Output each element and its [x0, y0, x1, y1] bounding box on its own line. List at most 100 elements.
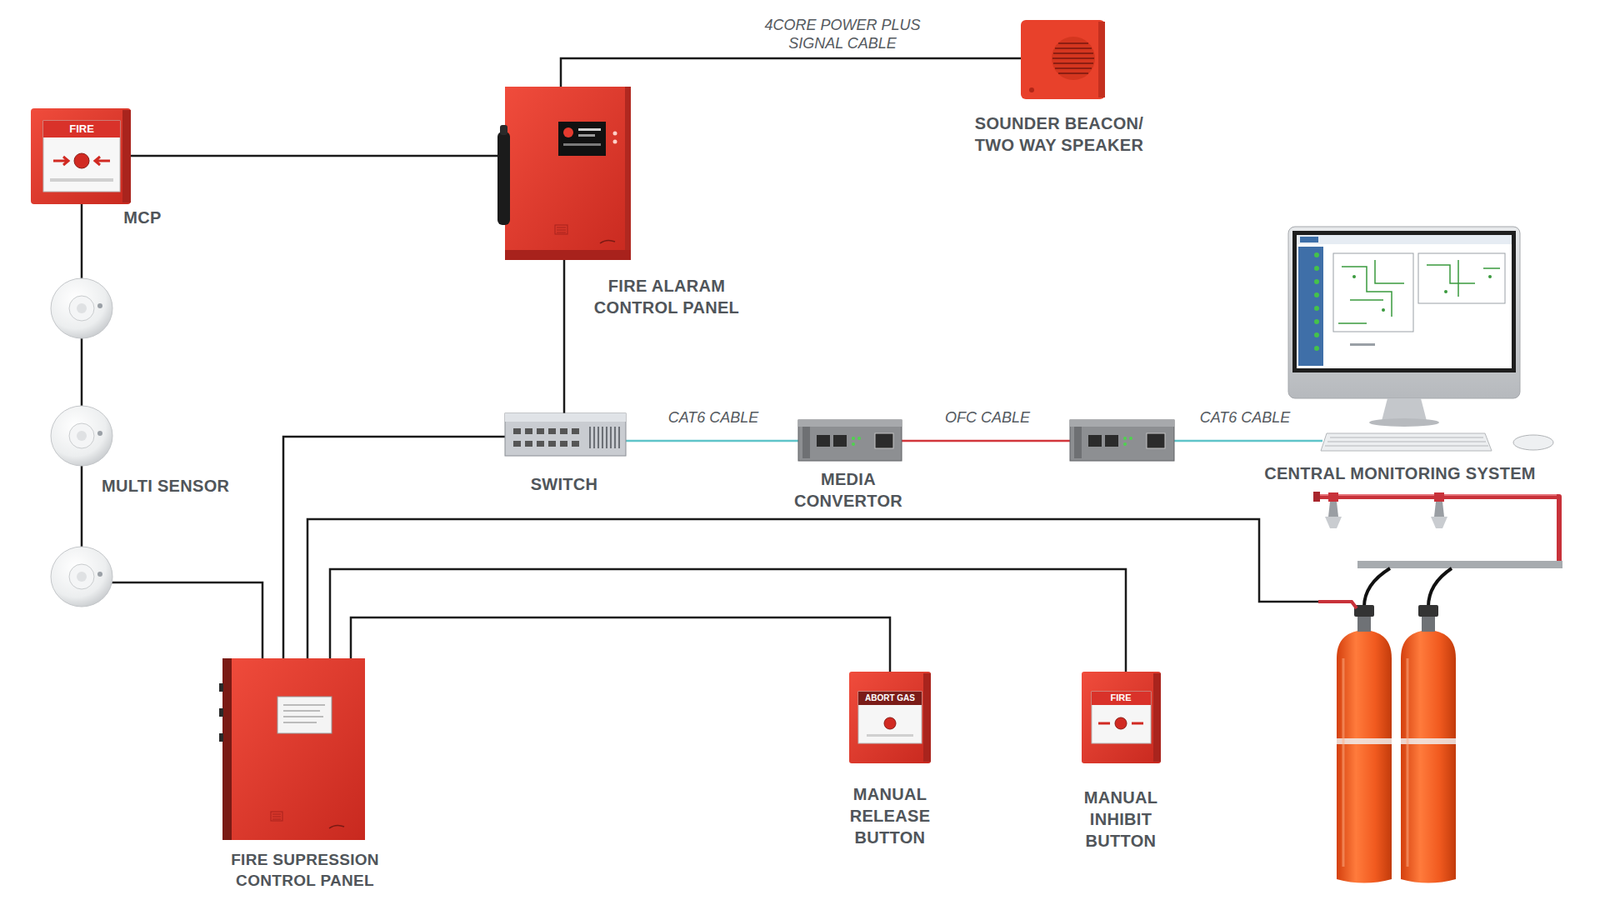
- switch-drawing: [560, 440, 568, 447]
- gas-cylinder-drawing: [1434, 501, 1445, 517]
- cable-line: [283, 436, 505, 659]
- release-button-drawing: [849, 671, 931, 764]
- computer-drawing: [1418, 253, 1505, 304]
- fire-alarm-panel: FIRE ALARAM CONTROL PANEL: [505, 86, 631, 260]
- converter-drawing: [1070, 420, 1175, 461]
- computer-drawing: [1314, 332, 1320, 338]
- gas-cylinder-drawing: [1400, 630, 1456, 884]
- gas-cylinder-drawing: [1357, 615, 1371, 632]
- suppression-panel-drawing: [219, 708, 224, 717]
- call-point-drawing: [43, 120, 120, 138]
- computer-drawing: [1320, 433, 1492, 451]
- converter-drawing: [802, 426, 810, 459]
- switch-drawing: [590, 426, 620, 449]
- cable-line: [81, 204, 83, 406]
- inhibit-button-drawing: [1091, 691, 1151, 744]
- computer-drawing: [1314, 345, 1320, 351]
- gas-cylinder-drawing: [1336, 630, 1392, 884]
- suppression-panel-drawing: [277, 696, 332, 734]
- cable-segment: [130, 155, 505, 158]
- suppression-panel-drawing: [222, 658, 232, 840]
- device-label: MANUAL RELEASE BUTTON: [835, 783, 945, 849]
- gas-cylinder-drawing: [1336, 738, 1392, 745]
- switch-drawing: [513, 440, 521, 447]
- computer-drawing: [1314, 292, 1320, 298]
- gas-cylinder-drawing: [1354, 605, 1375, 617]
- sensor-drawing: [97, 303, 103, 309]
- alarm-panel-drawing: [600, 240, 615, 244]
- sensor-drawing: [97, 571, 103, 577]
- cable-line: [564, 260, 565, 414]
- alarm-panel-drawing: [497, 86, 631, 260]
- release-button-drawing: [849, 671, 931, 764]
- cable-segment: [350, 617, 890, 672]
- gas-cylinder-drawing: [1421, 615, 1435, 632]
- computer-drawing: [1350, 343, 1375, 346]
- call-point-drawing: [43, 120, 120, 192]
- inhibit-button-drawing: [1081, 671, 1161, 764]
- computer-drawing: [1381, 308, 1385, 312]
- device-label: MULTI SENSOR: [101, 475, 230, 497]
- gas-cylinder-drawing: [1428, 568, 1452, 607]
- suppression-panel-drawing: [270, 811, 283, 821]
- device-marking: ABORT GAS: [858, 693, 922, 704]
- call-point-drawing: [30, 108, 131, 205]
- actuator-wire: [307, 519, 1357, 659]
- cable-label: OFC CABLE: [925, 409, 1050, 428]
- computer-drawing: [1314, 279, 1320, 285]
- sensor-drawing: [69, 564, 95, 590]
- multi-sensor: MULTI SENSOR: [51, 405, 112, 466]
- sensor-drawing: [97, 430, 103, 436]
- switch-drawing: [505, 413, 626, 456]
- alarm-panel-drawing: [497, 131, 510, 225]
- switch-drawing: [536, 440, 545, 447]
- sounder-beacon: SOUNDER BEACON/ TWO WAY SPEAKER: [1020, 20, 1105, 100]
- alarm-panel-drawing: [555, 225, 568, 235]
- sensor-drawing: [50, 405, 113, 466]
- switch-drawing: [548, 428, 556, 435]
- device-label: FIRE SUPRESSION CONTROL PANEL: [209, 850, 401, 891]
- switch-drawing: [571, 428, 580, 435]
- actuator-wire: [307, 519, 1319, 659]
- sensor-drawing: [69, 295, 95, 321]
- cable-line: [560, 58, 1021, 87]
- cable-line: [625, 440, 799, 442]
- cable-label: 4CORE POWER PLUS SIGNAL CABLE: [753, 16, 933, 53]
- converter-drawing: [857, 436, 861, 440]
- alarm-panel-drawing: [563, 143, 601, 146]
- converter-drawing: [1074, 426, 1082, 459]
- gas-cylinder-drawing: [1313, 491, 1320, 502]
- gas-cylinder-drawing: [1418, 605, 1439, 617]
- computer-drawing: [1488, 275, 1492, 279]
- cable-line: [901, 440, 1323, 442]
- converter-drawing: [1146, 433, 1165, 449]
- computer-drawing: [1296, 235, 1512, 369]
- release-button-drawing: [858, 691, 922, 744]
- gas-cylinder-drawing: [1342, 658, 1345, 867]
- release-button: MANUAL RELEASE BUTTON: [849, 671, 931, 764]
- converter-drawing: [1123, 436, 1127, 440]
- computer-drawing: [1292, 230, 1516, 373]
- alarm-panel-drawing: [563, 127, 574, 138]
- converter-drawing: [875, 433, 894, 449]
- call-point-drawing: [95, 156, 110, 165]
- alarm-panel-drawing: [505, 86, 631, 260]
- computer-drawing: [1352, 275, 1356, 279]
- call-point-drawing: [30, 108, 131, 205]
- computer-drawing: [1338, 260, 1405, 324]
- actuator-wire: [1318, 601, 1357, 609]
- converter-drawing: [1129, 436, 1133, 440]
- sounder-drawing: [1052, 43, 1095, 74]
- converter-drawing: [1105, 435, 1119, 447]
- converter-drawing: [1088, 435, 1102, 447]
- release-button-drawing: [866, 734, 914, 737]
- device-label: FIRE ALARAM CONTROL PANEL: [579, 275, 755, 319]
- converter-drawing: [798, 420, 902, 461]
- suppression-panel-drawing: [222, 658, 365, 840]
- switch-drawing: [513, 428, 521, 435]
- sounder-drawing: [1020, 20, 1105, 100]
- gas-cylinder-drawing: [1328, 501, 1339, 517]
- sensor-drawing: [50, 546, 113, 607]
- cable-line: [330, 569, 1126, 672]
- converter-drawing: [851, 442, 855, 446]
